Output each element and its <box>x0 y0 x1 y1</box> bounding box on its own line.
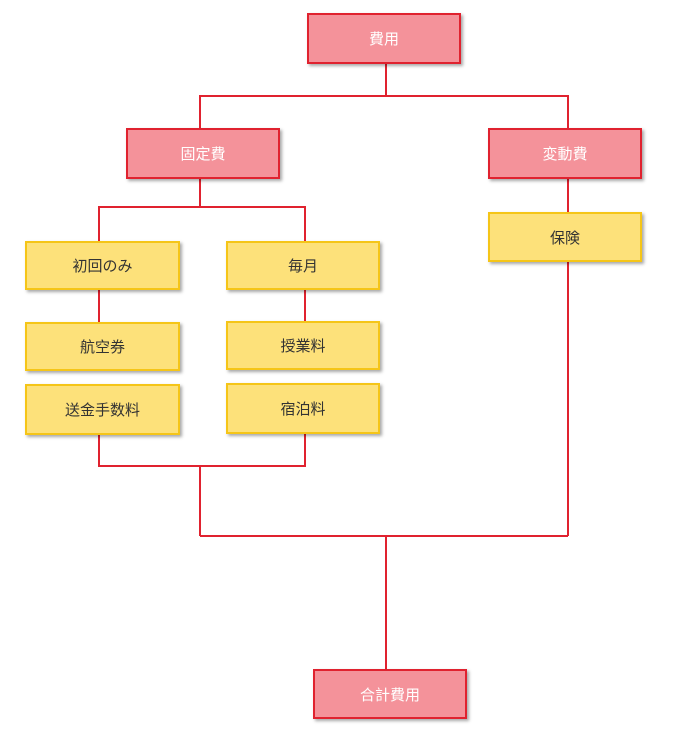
node-insurance-label: 保険 <box>549 228 580 247</box>
node-fixed-costs: 固定費 <box>126 128 280 179</box>
node-lodging: 宿泊料 <box>226 383 380 434</box>
node-tuition: 授業料 <box>226 321 380 370</box>
node-monthly: 毎月 <box>226 241 380 290</box>
node-first-only-label: 初回のみ <box>72 257 133 275</box>
node-insurance: 保険 <box>488 212 642 262</box>
node-airfare: 航空券 <box>25 322 180 371</box>
connector-root-to-fixed <box>199 95 569 128</box>
node-remittance-fee-label: 送金手数料 <box>64 401 140 419</box>
node-monthly-label: 毎月 <box>287 257 318 275</box>
node-total-expenses: 合計費用 <box>313 669 467 719</box>
node-lodging-label: 宿泊料 <box>280 400 326 418</box>
node-variable-costs: 変動費 <box>488 128 642 179</box>
connector-fixed-branches <box>98 206 306 241</box>
connector-fixed-merge <box>98 434 306 467</box>
node-fixed-label: 固定費 <box>180 145 226 163</box>
node-remittance-fee: 送金手数料 <box>25 384 180 435</box>
node-variable-label: 変動費 <box>542 145 588 163</box>
node-root-label: 費用 <box>368 30 399 48</box>
node-first-only: 初回のみ <box>25 241 180 290</box>
node-total-label: 合計費用 <box>359 685 420 704</box>
node-airfare-label: 航空券 <box>79 338 125 356</box>
node-root-expenses: 費用 <box>307 13 461 64</box>
node-tuition-label: 授業料 <box>280 337 326 355</box>
